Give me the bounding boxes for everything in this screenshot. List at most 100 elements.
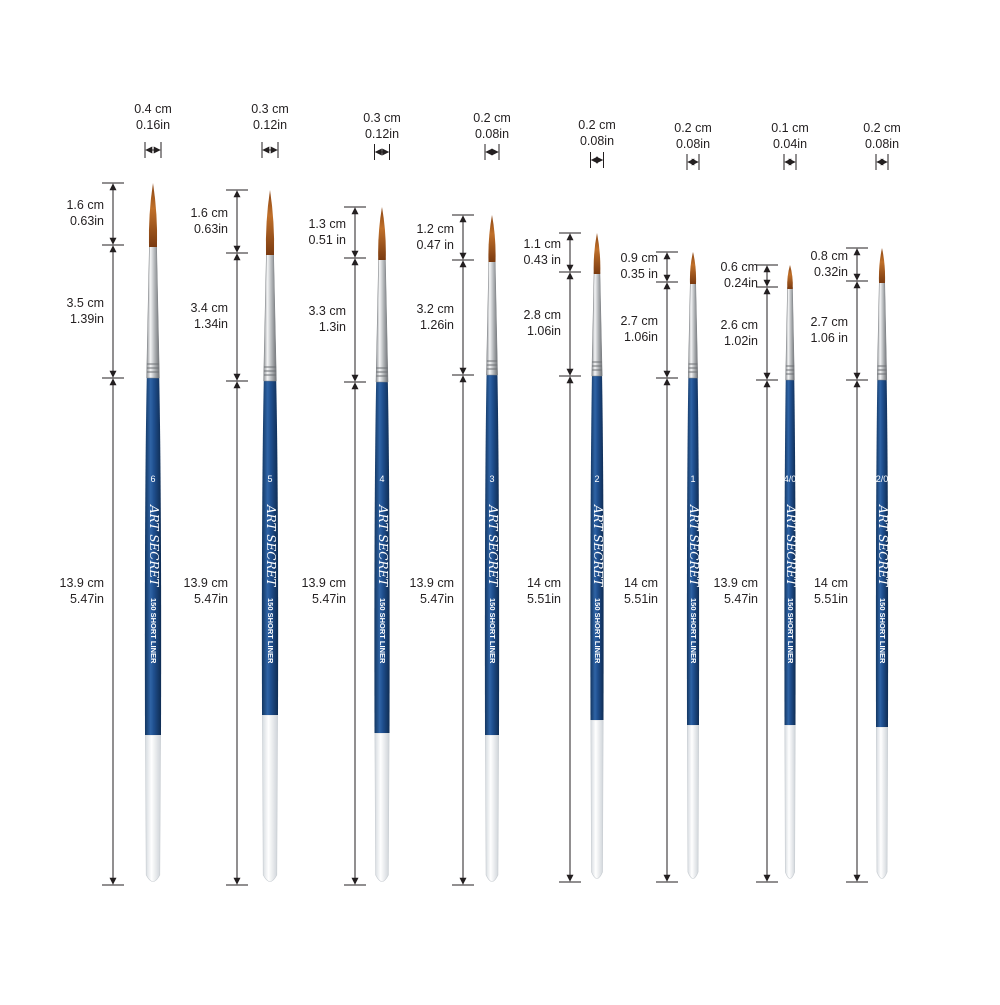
ferrule-label-1-in: 1.39in [69,311,104,326]
ferrule [263,252,277,382]
handle-label-6-in: 5.51in [623,592,658,606]
width-label-3-in: 0.12in [364,127,400,141]
handle-end-cap [875,726,889,879]
handle-label-5-in: 5.51in [526,592,561,606]
handle-blue [686,378,700,725]
width-label-7-in: 0.04in [772,137,808,151]
model-name: 150 SHORT LINER [593,598,602,664]
handle-label-2-in: 5.47in [193,592,228,606]
handle-label-6-cm: 14 cm [623,576,658,590]
ferrule [486,259,498,376]
bristles [148,183,158,247]
width-label-7-cm: 0.1 cm [771,121,809,135]
bristles [878,248,886,283]
tip-label-7-cm: 0.6 cm [720,260,758,274]
brand-name: ART SECRET [264,504,278,587]
size-stamp: 6 [150,474,155,484]
tip-label-4-cm: 1.2 cm [416,221,454,236]
tip-label-1-in: 0.63in [69,214,104,228]
width-label-1-cm: 0.4 cm [134,102,172,116]
tip-label-6-in: 0.35 in [620,267,658,281]
handle-label-4-cm: 13.9 cm [409,576,454,590]
ferrule [375,257,389,383]
model-name: 150 SHORT LINER [149,598,158,664]
ferrule-label-2-cm: 3.4 cm [190,301,228,315]
width-label-5-cm: 0.2 cm [578,118,616,132]
tip-label-3-in: 0.51 in [308,232,346,247]
ferrule-label-8-in: 1.06 in [810,330,848,345]
bristles [593,233,601,274]
ferrule-label-7-cm: 2.6 cm [720,317,758,332]
model-name: 150 SHORT LINER [378,598,387,664]
width-label-3-cm: 0.3 cm [363,111,401,125]
tip-label-5-in: 0.43 in [523,252,561,267]
width-label-4-cm: 0.2 cm [473,111,511,125]
brand-name: ART SECRET [486,504,500,587]
handle-end-cap [145,734,161,882]
width-label-1: 0.4 cm 0.16in [134,101,172,133]
tip-label-6: 0.9 cm 0.35 in [620,250,658,282]
width-label-8-cm: 0.2 cm [863,121,901,135]
brand-name: ART SECRET [376,504,390,587]
tip-label-4-in: 0.47 in [416,237,454,252]
handle-blue [484,375,500,735]
width-label-4-in: 0.08in [474,127,510,141]
width-label-8: 0.2 cm 0.08in [863,120,901,152]
ferrule-label-5-cm: 2.8 cm [523,308,561,322]
bristles [378,207,386,260]
size-stamp: 4 [379,474,384,484]
handle-label-5-cm: 14 cm [526,576,561,590]
tip-label-8-in: 0.32in [813,264,848,279]
tip-label-2-cm: 1.6 cm [190,205,228,220]
tip-label-7-in: 0.24in [723,276,758,290]
brand-name: ART SECRET [687,504,701,587]
handle-label-1-cm: 13.9 cm [59,576,104,590]
handle-label-8-cm: 14 cm [813,576,848,590]
ferrule-label-6-in: 1.06in [623,330,658,344]
ferrule-label-1-cm: 3.5 cm [66,295,104,310]
handle-label-5: 14 cm 5.51in [527,575,561,607]
tip-label-8-cm: 0.8 cm [810,248,848,263]
width-label-1-in: 0.16in [135,118,171,132]
handle-label-7-in: 5.47in [723,592,758,606]
width-label-2-cm: 0.3 cm [251,102,289,116]
tip-label-6-cm: 0.9 cm [620,251,658,265]
handle-blue [374,382,390,733]
ferrule [591,271,603,377]
handle-blue [144,378,162,735]
width-label-8-in: 0.08in [864,137,900,151]
handle-label-3-in: 5.47in [311,592,346,606]
handle-label-6: 14 cm 5.51in [624,575,658,607]
ferrule [876,280,888,381]
handle-blue [875,380,889,727]
brand-name: ART SECRET [591,504,605,587]
ferrule-label-8-cm: 2.7 cm [810,314,848,329]
width-label-4: 0.2 cm 0.08in [473,110,511,142]
width-label-5-in: 0.08in [579,134,615,148]
size-stamp: 3 [489,474,494,484]
tip-label-7: 0.6 cm 0.24in [720,259,758,291]
model-name: 150 SHORT LINER [266,598,275,664]
handle-label-4-in: 5.47in [419,592,454,606]
